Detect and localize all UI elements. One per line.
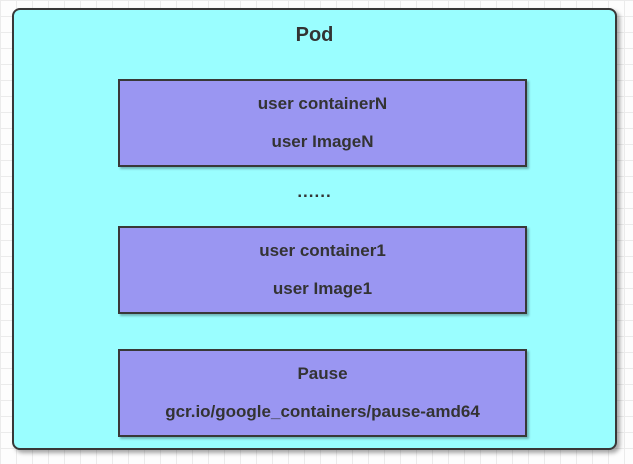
container-image: user ImageN	[271, 132, 374, 151]
container-node-1[interactable]: user container1 user Image1	[118, 226, 527, 314]
container-name: user container1	[259, 241, 386, 260]
ellipsis-label: ......	[297, 182, 332, 201]
pod-title: Pod	[295, 24, 334, 46]
container-image: gcr.io/google_containers/pause-amd64	[165, 402, 480, 421]
container-name: Pause	[297, 364, 348, 383]
pod-group[interactable]: Pod user containerN user ImageN ...... u…	[12, 8, 617, 450]
container-node-pause[interactable]: Pause gcr.io/google_containers/pause-amd…	[118, 349, 527, 437]
container-node-n[interactable]: user containerN user ImageN	[118, 79, 527, 167]
container-image: user Image1	[272, 279, 373, 298]
container-name: user containerN	[257, 94, 388, 113]
